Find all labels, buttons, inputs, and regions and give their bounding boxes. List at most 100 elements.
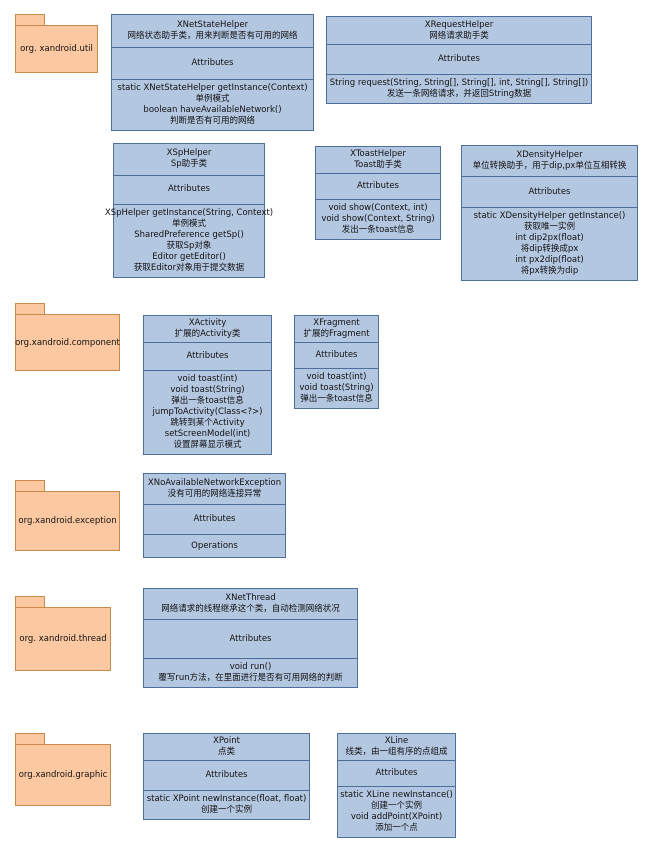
operation: 设置屏幕显示模式: [173, 440, 242, 450]
attributes-label: Attributes: [375, 768, 418, 778]
package-util: org. xandroid.util: [15, 14, 98, 73]
attributes-label: Attributes: [193, 514, 236, 524]
package-tab: [15, 596, 45, 608]
attributes-section: Attributes: [338, 760, 455, 786]
operations-section: String request(String, String[], String[…: [327, 74, 591, 103]
operations-label: Operations: [191, 540, 238, 551]
operations-section: void show(Context, int) void show(Contex…: [316, 199, 440, 239]
class-xfragment: XFragment 扩展的Fragment Attributes void to…: [294, 315, 379, 409]
operation: void toast(String): [170, 385, 245, 395]
package-component: org.xandroid.component: [15, 303, 120, 371]
class-xline: XLine 线类，由一组有序的点组成 Attributes static XLi…: [337, 733, 456, 838]
class-description: 单位转换助手，用于dip,px单位互相转换: [472, 161, 627, 172]
attributes-label: Attributes: [191, 57, 234, 68]
attributes-section: Attributes: [144, 504, 285, 534]
class-description: 网络请求的线程继承这个类，自动检测网络状况: [161, 604, 340, 615]
operation: setScreenModel(int): [164, 429, 251, 439]
operation: 判断是否有可用的网络: [169, 116, 255, 126]
attributes-section: Attributes: [112, 46, 313, 79]
attributes-section: Attributes: [327, 44, 591, 74]
class-header: XNoAvailableNetworkException 没有可用的网络连接异常: [144, 474, 285, 504]
class-header: XFragment 扩展的Fragment: [295, 316, 378, 342]
operation: 将dip转换成px: [520, 244, 579, 254]
package-label: org.xandroid.component: [15, 314, 120, 371]
class-xnetthread: XNetThread 网络请求的线程继承这个类，自动检测网络状况 Attribu…: [143, 588, 358, 688]
operation: void show(Context, int): [328, 203, 428, 213]
operation: String request(String, String[], String[…: [329, 78, 589, 88]
operation: int px2dip(float): [515, 255, 584, 265]
operation: 发送一条网络请求，并返回String数据: [386, 89, 532, 99]
attributes-label: Attributes: [357, 181, 399, 191]
attributes-label: Attributes: [186, 351, 229, 361]
attributes-label: Attributes: [528, 186, 571, 197]
operation: SharedPreference getSp(): [134, 230, 244, 240]
operation: 弹出一条toast信息: [300, 394, 373, 404]
class-xactivity: XActivity 扩展的Activity类 Attributes void t…: [143, 315, 272, 455]
class-header: XSpHelper Sp助手类: [114, 144, 264, 175]
package-tab: [15, 14, 45, 26]
operations-section: static XPoint newInstance(float, float) …: [144, 790, 309, 819]
attributes-label: Attributes: [315, 350, 358, 360]
class-description: Toast助手类: [354, 160, 402, 170]
operation: 覆写run方法，在里面进行是否有可用网络的判断: [158, 673, 343, 683]
operation: int dip2px(float): [515, 233, 584, 243]
attributes-section: Attributes: [462, 176, 637, 207]
attributes-section: Attributes: [114, 174, 264, 204]
class-header: XActivity 扩展的Activity类: [144, 316, 271, 342]
class-header: XDensityHelper 单位转换助手，用于dip,px单位互相转换: [462, 146, 637, 176]
class-name: XToastHelper: [350, 149, 406, 159]
operation: static XNetStateHelper getInstance(Conte…: [117, 83, 308, 93]
class-description: 没有可用的网络连接异常: [167, 489, 262, 499]
operation: void toast(int): [177, 374, 238, 384]
class-name: XDensityHelper: [516, 150, 583, 161]
operation: 单例模式: [171, 219, 206, 229]
class-header: XNetThread 网络请求的线程继承这个类，自动检测网络状况: [144, 589, 357, 619]
class-xnetstatehelper: XNetStateHelper 网络状态助手类，用来判断是否有可用的网络 Att…: [111, 14, 314, 131]
operation: 创建一个实例: [200, 805, 252, 815]
class-name: XLine: [384, 736, 409, 746]
operation: Editor getEditor(): [152, 252, 226, 262]
class-name: XNetStateHelper: [176, 19, 249, 30]
package-label: org.xandroid.graphic: [15, 744, 111, 806]
operation: 将px转换为dip: [520, 266, 579, 276]
class-name: XFragment: [313, 318, 360, 328]
operations-section: void toast(int) void toast(String) 弹出一条t…: [144, 370, 271, 454]
attributes-section: Attributes: [144, 760, 309, 790]
class-name: XActivity: [188, 318, 227, 328]
attributes-label: Attributes: [205, 770, 248, 780]
operations-section: void run() 覆写run方法，在里面进行是否有可用网络的判断: [144, 658, 357, 687]
class-header: XLine 线类，由一组有序的点组成: [338, 734, 455, 760]
package-graphic: org.xandroid.graphic: [15, 733, 111, 806]
package-tab: [15, 480, 45, 492]
class-description: 网络状态助手类，用来判断是否有可用的网络: [127, 30, 298, 41]
class-xsphelper: XSpHelper Sp助手类 Attributes XSpHelper get…: [105, 143, 273, 278]
class-header: XPoint 点类: [144, 734, 309, 760]
operation: jumpToActivity(Class<?>): [152, 407, 263, 417]
operation: 获取Editor对象用于提交数据: [133, 263, 245, 273]
class-xtoasthelper: XToastHelper Toast助手类 Attributes void sh…: [315, 146, 441, 240]
operation: 获取唯一实例: [523, 222, 575, 232]
class-xrequesthelper: XRequestHelper 网络请求助手类 Attributes String…: [326, 16, 592, 104]
attributes-label: Attributes: [168, 184, 210, 195]
package-label: org.xandroid.exception: [15, 491, 120, 551]
package-label: org. xandroid.thread: [15, 607, 111, 671]
operation: static XDensityHelper getInstance(): [473, 211, 626, 221]
operation: 弹出一条toast信息: [171, 396, 244, 406]
package-tab: [15, 303, 45, 315]
class-header: XNetStateHelper 网络状态助手类，用来判断是否有可用的网络: [112, 15, 313, 47]
attributes-section: Attributes: [144, 619, 357, 658]
class-description: 扩展的Fragment: [303, 329, 370, 339]
operation: static XLine newInstance(): [340, 790, 453, 800]
class-description: 扩展的Activity类: [174, 329, 241, 339]
operation: 跳转到某个Activity: [170, 418, 245, 428]
operation: static XPoint newInstance(float, float): [146, 794, 307, 804]
operation: void toast(String): [299, 383, 374, 393]
operations-section: XSpHelper getInstance(String, Context) 单…: [105, 204, 273, 277]
class-description: 网络请求助手类: [429, 30, 489, 41]
attributes-section: Attributes: [316, 173, 440, 199]
operation: 添加一个点: [375, 823, 418, 833]
operation: XSpHelper getInstance(String, Context): [104, 208, 274, 218]
package-exception: org.xandroid.exception: [15, 480, 120, 551]
class-description: Sp助手类: [170, 159, 208, 170]
package-thread: org. xandroid.thread: [15, 596, 111, 671]
